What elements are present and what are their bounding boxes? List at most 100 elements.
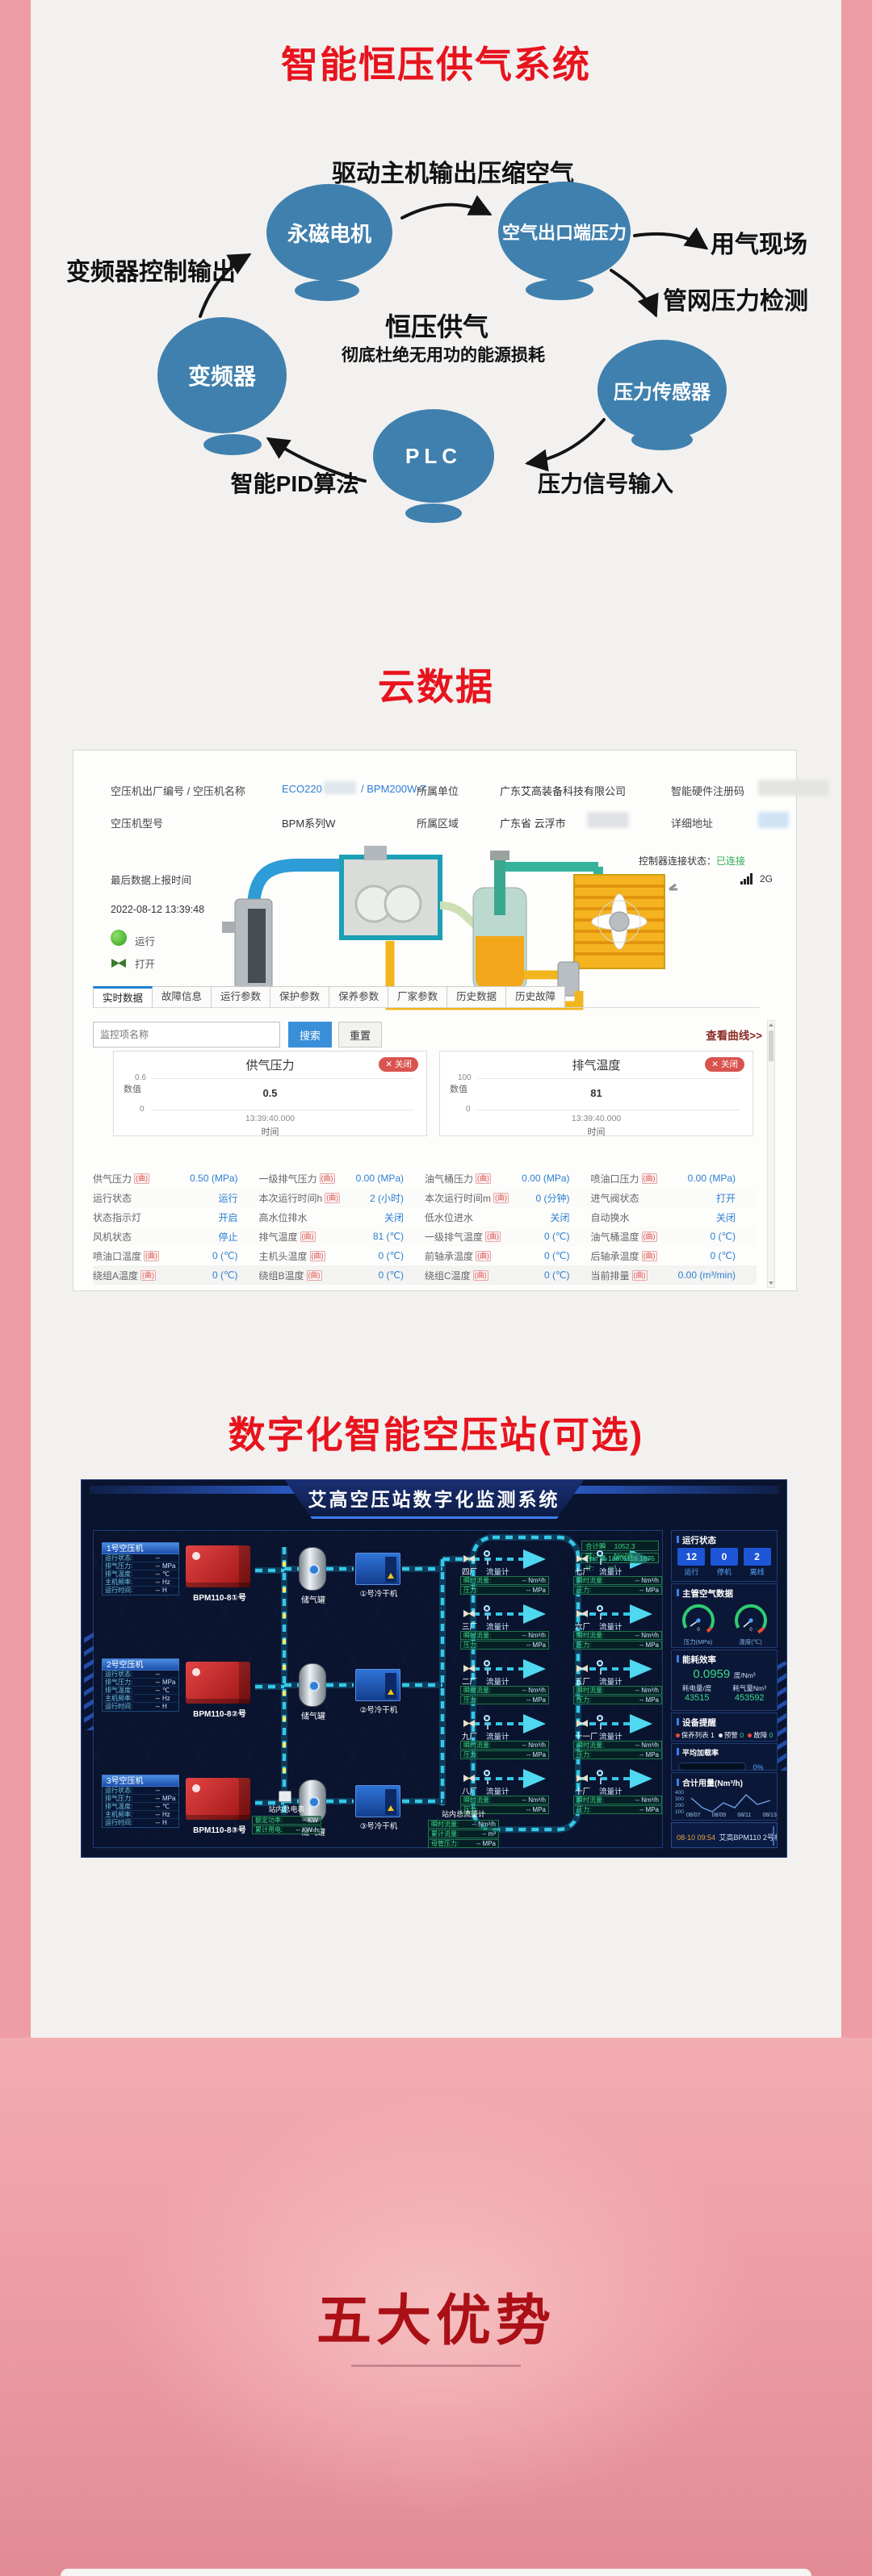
flowmeter-icon — [483, 1550, 493, 1565]
diagram-node-outlet-pressure: 空气出口端压力 — [498, 182, 631, 282]
header-wing-left — [90, 1486, 329, 1494]
section2-title: 云数据 — [378, 666, 494, 708]
scroll-up-icon[interactable] — [769, 1023, 773, 1027]
factory-branch: 七厂 流量计 瞬时流量:-- Nm³/h 压力:-- MPa — [572, 1550, 667, 1599]
alarm-scrollbar[interactable] — [773, 1826, 774, 1846]
gauge-value: 0 — [697, 1628, 700, 1633]
valve-icon — [463, 1665, 475, 1672]
valve-icon — [576, 1610, 588, 1617]
energy-unit: 度/Nm³ — [733, 1671, 756, 1679]
load-rate-value: 0% — [753, 1763, 764, 1771]
tabs-underline — [93, 1007, 760, 1008]
power-meter-label: 站内总电表 — [268, 1805, 305, 1813]
compressor-unit: 3号空压机 运行状态:-- 排气压力:--MPa 排气温度:--℃ 主机频率:-… — [102, 1775, 260, 1836]
total-row: 合计瞬时: 1052.3 Nm³/h — [581, 1541, 659, 1560]
table-row: 风机状态停止排气温度(曲)81 (℃)一级排气温度(曲)0 (℃)油气桶温度(曲… — [93, 1227, 757, 1246]
model-label: 空压机型号 — [111, 818, 164, 830]
fault-item[interactable]: 故障 0 — [748, 1730, 773, 1740]
table-cell: 本次运行时间h(曲)2 (小时) — [258, 1192, 404, 1204]
valve-icon — [576, 1555, 588, 1562]
machine-name-value[interactable]: / BPM200W-7 — [361, 783, 426, 795]
table-row: 绕组A温度(曲)0 (℃)绕组B温度(曲)0 (℃)绕组C温度(曲)0 (℃)当… — [93, 1265, 757, 1285]
factory-branch: 二厂 流量计 瞬时流量:-- Nm³/h 压力:-- MPa — [459, 1660, 554, 1708]
flowmeter-label: 流量计 — [599, 1678, 623, 1687]
station-power-meter: 站内总电表 额定功率:-- KW 累计用电:-- KW·h — [252, 1791, 321, 1835]
table-cell: 后轴承温度(曲)0 (℃) — [590, 1250, 736, 1262]
advantages-title: 五大优势 — [316, 2290, 555, 2352]
chart-close-button[interactable]: ✕ 关闭 — [705, 1057, 744, 1072]
machine-id-value[interactable]: ECO220 — [282, 783, 322, 795]
table-cell: 风机状态停止 — [93, 1231, 238, 1243]
cloud-tab[interactable]: 历史数据 — [447, 986, 507, 1008]
air-tank: 储气罐 — [299, 1663, 326, 1721]
header-wing-right — [540, 1486, 779, 1494]
chart-close-button[interactable]: ✕ 关闭 — [379, 1057, 418, 1072]
chart-title: 排气温度 — [572, 1059, 621, 1073]
flowmeter-label: 流量计 — [599, 1788, 623, 1796]
flowmeter-icon — [483, 1660, 493, 1675]
scroll-down-icon[interactable] — [769, 1282, 773, 1285]
cloud-tab[interactable]: 运行参数 — [212, 986, 271, 1008]
last-report-time: 2022-08-12 13:39:48 — [111, 904, 205, 915]
factory-branch: 六厂 流量计 瞬时流量:-- Nm³/h 压力:-- MPa — [572, 1605, 667, 1654]
gauge-label: 温度(℃) — [739, 1638, 762, 1646]
ymax-tick: 0.6 — [135, 1073, 146, 1082]
air-dryer-label: ②号冷干机 — [359, 1706, 398, 1715]
branch-info-box: 瞬时流量:-- Nm³/h 压力:-- MPa — [460, 1576, 549, 1595]
search-button[interactable]: 搜索 — [288, 1022, 332, 1048]
cloud-tab[interactable]: 保养参数 — [329, 986, 389, 1008]
alarm-ticker[interactable]: 08-10 09:54 艾高BPM110 2号机 2... — [671, 1822, 778, 1848]
maintain-item[interactable]: 保养列表 1 — [675, 1730, 715, 1740]
compressor-unit-name: 2号空压机 — [102, 1658, 179, 1671]
region-label: 所属区域 — [417, 818, 459, 830]
running-status-text: 运行 — [135, 936, 156, 947]
power-used-value: 43515 — [684, 1693, 710, 1703]
status-count: 12 — [677, 1548, 706, 1566]
table-cell: 一级排气压力(曲)0.00 (MPa) — [258, 1173, 405, 1185]
cloud-tab[interactable]: 故障信息 — [153, 986, 212, 1008]
compressor-image — [186, 1662, 250, 1704]
realtime-data-table: 供气压力(曲)0.50 (MPa)一级排气压力(曲)0.00 (MPa)油气桶压… — [93, 1169, 757, 1285]
main-air-title: 主管空气数据 — [672, 1584, 777, 1601]
compressor-unit-table: 运行状态:-- 排气压力:--MPa 排气温度:--℃ 主机频率:--Hz 运行… — [102, 1554, 179, 1595]
flowmeter-icon — [483, 1770, 493, 1784]
cloud-tab[interactable]: 厂家参数 — [388, 986, 448, 1008]
table-cell: 进气阀状态打开 — [590, 1192, 736, 1204]
factory-name: 六厂 — [575, 1623, 591, 1632]
cloud-tab[interactable]: 保护参数 — [270, 986, 330, 1008]
gauges: 0 压力(MPa) 0 温度(℃) — [672, 1601, 777, 1646]
compressor-unit-table: 运行状态:-- 排气压力:--MPa 排气温度:--℃ 主机频率:--Hz 运行… — [102, 1787, 179, 1828]
monitor-search-input[interactable] — [93, 1022, 280, 1048]
cloud-tab[interactable]: 历史故障 — [506, 986, 566, 1008]
rated-power-value: -- KW — [301, 1817, 318, 1824]
status-count-box: 0 停机 — [710, 1548, 738, 1577]
region-value: 广东省 云浮市 — [500, 818, 566, 830]
alarm-time: 08-10 09:54 — [677, 1834, 716, 1842]
section3-title: 数字化智能空压站(可选) — [228, 1414, 644, 1456]
flowmeter-icon — [596, 1605, 606, 1620]
factory-name: 十一厂 — [575, 1733, 598, 1742]
factory-branch: 十一厂 流量计 瞬时流量:-- Nm³/h 压力:-- MPa — [572, 1715, 667, 1763]
flowmeter-label: 流量计 — [486, 1678, 509, 1687]
air-used-label: 耗气量Nm³ — [732, 1684, 766, 1692]
flowmeter-icon — [483, 1605, 493, 1620]
scroll-thumb[interactable] — [769, 1031, 773, 1061]
view-curve-link[interactable]: 查看曲线>> — [706, 1030, 762, 1042]
flowmeter-label: 流量计 — [486, 1568, 509, 1577]
valve-icon — [576, 1775, 588, 1782]
table-scrollbar[interactable] — [767, 1020, 775, 1288]
warning-item[interactable]: 预警 0 — [718, 1730, 744, 1740]
running-status-icon — [111, 930, 127, 946]
flowmeter-label: 流量计 — [599, 1733, 623, 1742]
factory-name: 七厂 — [575, 1568, 591, 1577]
y-axis-label: 数值 — [124, 1085, 141, 1094]
cloud-tab[interactable]: 实时数据 — [93, 986, 153, 1008]
signal-type: 2G — [760, 873, 773, 884]
table-cell: 运行状态运行 — [93, 1192, 238, 1204]
reset-button[interactable]: 重置 — [338, 1022, 382, 1048]
factory-branch: 三厂 流量计 瞬时流量:-- Nm³/h 压力:-- MPa — [459, 1605, 554, 1654]
branch-info-box: 瞬时流量:-- Nm³/h 压力:-- MPa — [460, 1686, 549, 1705]
advantages-divider — [351, 2365, 521, 2367]
